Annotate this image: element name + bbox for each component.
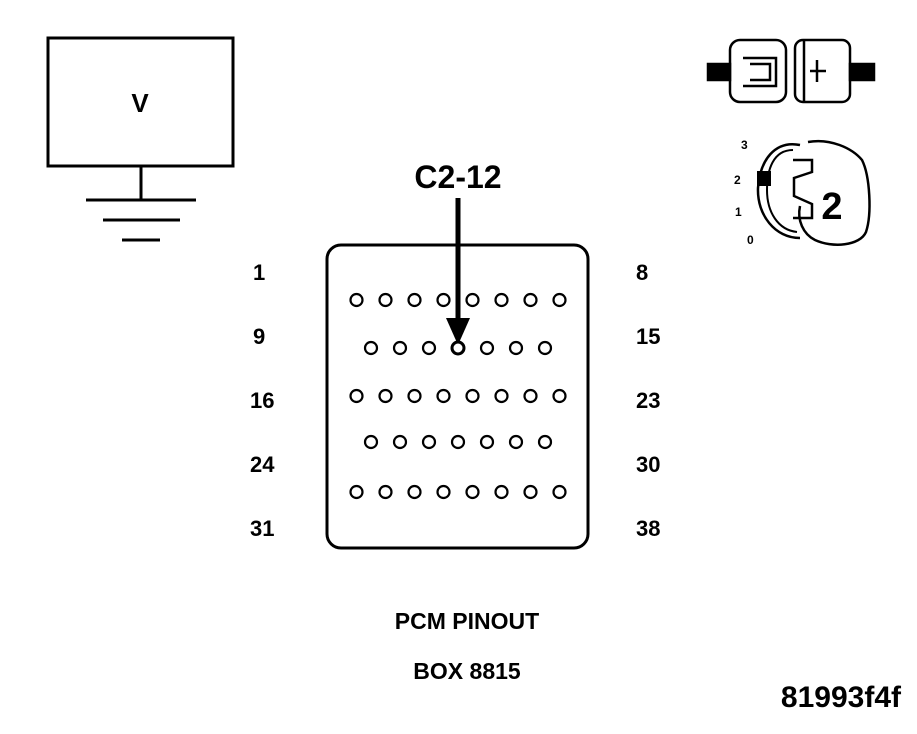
- pin: [363, 340, 379, 356]
- pin: [537, 434, 553, 450]
- pin: [552, 388, 567, 404]
- row-label-right: 30: [636, 452, 660, 477]
- pin: [349, 292, 364, 308]
- ground-symbol-icon: [86, 166, 196, 242]
- caption-subtitle: BOX 8815: [413, 658, 521, 684]
- pin: [378, 484, 393, 500]
- row-label-right: 8: [636, 260, 648, 285]
- pin: [421, 340, 437, 356]
- pin: [407, 292, 422, 308]
- row-label-left: 16: [250, 388, 274, 413]
- pin: [349, 388, 364, 404]
- pin: [494, 292, 509, 308]
- figure-id: 81993f4f: [781, 681, 902, 714]
- row-label-right: 38: [636, 516, 660, 541]
- pin: [450, 434, 466, 450]
- pin: [407, 484, 422, 500]
- pin: [378, 388, 393, 404]
- pin: [479, 340, 495, 356]
- pin: [392, 340, 408, 356]
- pin: [523, 484, 538, 500]
- voltmeter-label: V: [131, 88, 149, 118]
- pin: [349, 484, 364, 500]
- pin: [494, 484, 509, 500]
- pin: [392, 434, 408, 450]
- row-label-left: 31: [250, 516, 274, 541]
- row-label-left: 9: [253, 324, 265, 349]
- ignition-key-icon: 3 2 1 0 2: [734, 138, 871, 247]
- voltmeter-icon: V: [46, 36, 235, 168]
- row-label-left: 24: [250, 452, 275, 477]
- ignition-pos-1: 1: [735, 205, 742, 219]
- row-labels-left: 1 9 16 24 31: [250, 260, 275, 541]
- row-label-right: 15: [636, 324, 660, 349]
- ignition-pos-2: 2: [734, 173, 741, 187]
- pin: [421, 434, 437, 450]
- pin: [378, 292, 393, 308]
- pin: [523, 388, 538, 404]
- connector-pins: [349, 292, 567, 500]
- pin: [537, 340, 553, 356]
- pin: [552, 292, 567, 308]
- caption-title: PCM PINOUT: [395, 608, 539, 634]
- pin-highlighted: [450, 340, 466, 356]
- pin: [363, 434, 379, 450]
- row-label-left: 1: [253, 260, 265, 285]
- callout-label: C2-12: [414, 159, 501, 195]
- pin: [436, 388, 451, 404]
- row-labels-right: 8 15 23 30 38: [636, 260, 660, 541]
- pin: [479, 434, 495, 450]
- pin: [523, 292, 538, 308]
- ignition-pos-3: 3: [741, 138, 748, 152]
- callout-arrow: [446, 198, 470, 345]
- row-label-right: 23: [636, 388, 660, 413]
- pin: [552, 484, 567, 500]
- ignition-pos-0: 0: [747, 233, 754, 247]
- pin: [508, 434, 524, 450]
- connector-body: [325, 243, 590, 550]
- pin: [407, 388, 422, 404]
- pin: [465, 388, 480, 404]
- pin: [436, 484, 451, 500]
- connector-disconnect-icon: [706, 38, 876, 104]
- pin: [465, 292, 480, 308]
- pin: [436, 292, 451, 308]
- pin: [465, 484, 480, 500]
- ignition-key-label: 2: [821, 186, 842, 228]
- pin: [494, 388, 509, 404]
- pin: [508, 340, 524, 356]
